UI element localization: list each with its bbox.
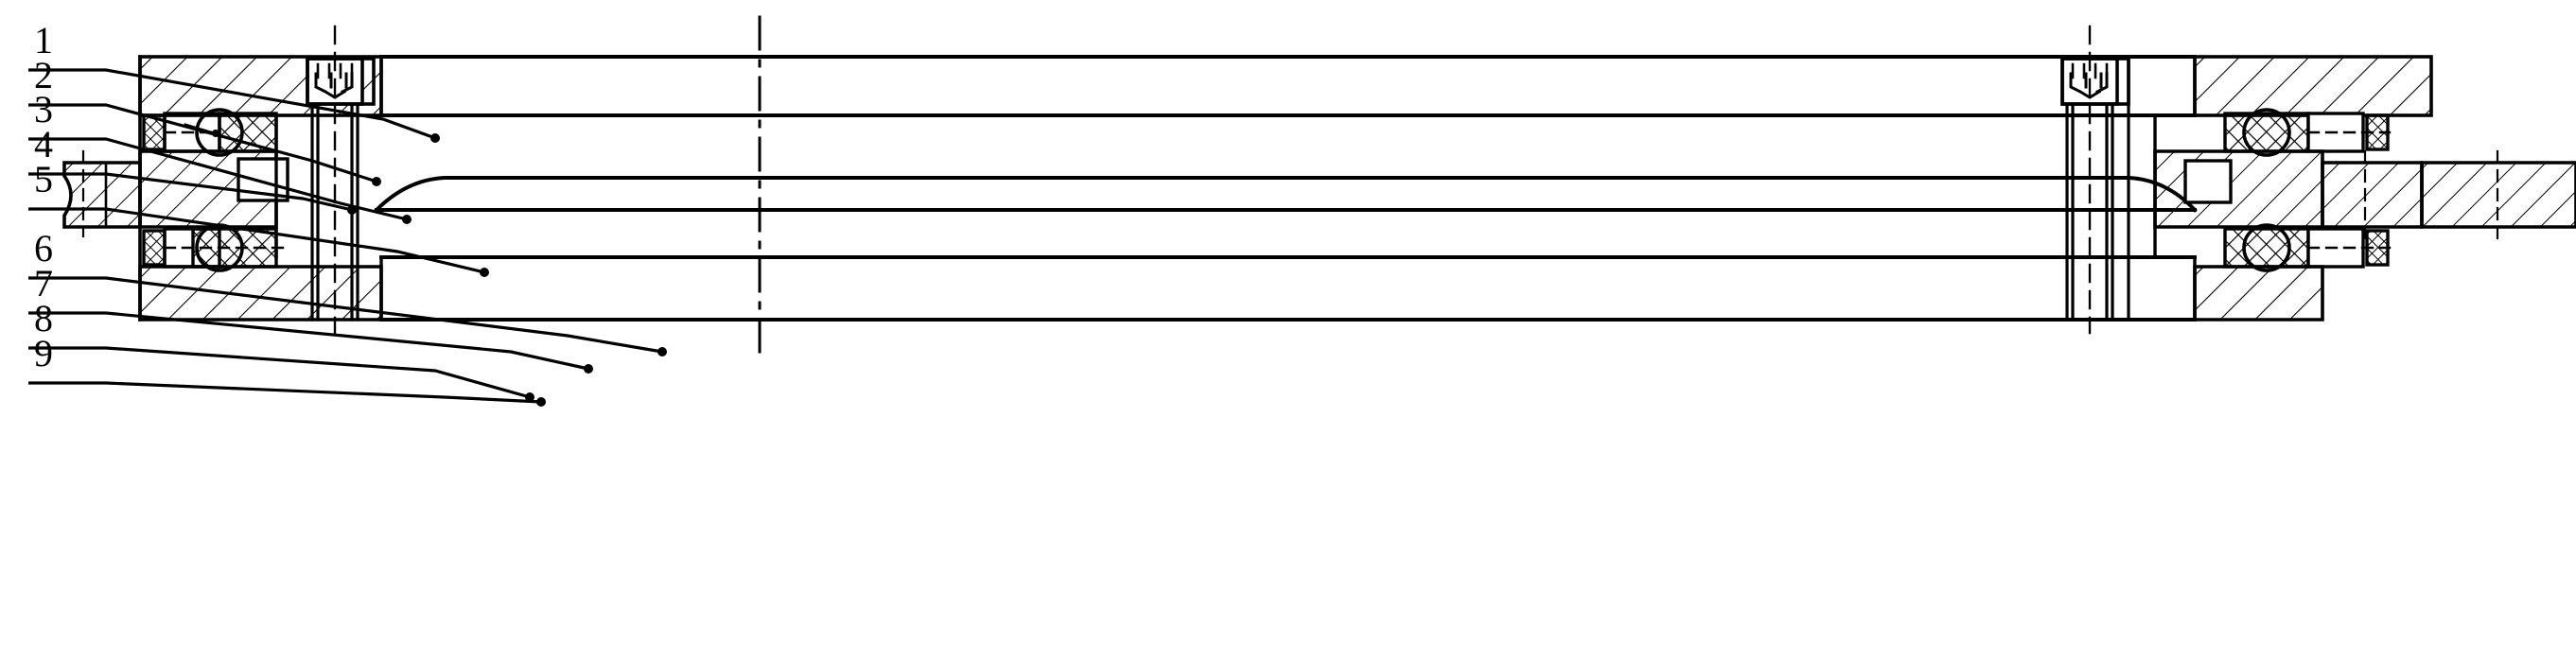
callout-arrow-dot xyxy=(347,205,357,215)
callout-5: 5 xyxy=(28,158,489,277)
callout-number-5: 5 xyxy=(34,158,53,200)
socket-head-bolt-right xyxy=(2060,25,2130,335)
callout-6: 6 xyxy=(28,227,667,357)
callout-arrow-dot xyxy=(584,364,593,374)
callout-arrow-dot xyxy=(536,397,546,407)
callout-1: 1 xyxy=(28,19,440,143)
seal-carrier-right-bottom xyxy=(2223,223,2392,272)
callout-leader-line xyxy=(28,276,663,354)
callout-number-9: 9 xyxy=(34,332,53,374)
inner-spacer-left xyxy=(138,149,289,229)
callout-leader-line xyxy=(28,103,377,183)
lower-housing-right xyxy=(2193,265,2324,322)
outer-flange-left xyxy=(62,149,142,238)
callout-leader-line xyxy=(28,137,408,221)
callout-number-3: 3 xyxy=(34,88,53,130)
callout-4: 4 xyxy=(28,123,357,215)
callout-number-8: 8 xyxy=(34,297,53,339)
callout-7: 7 xyxy=(28,262,593,374)
callout-9: 9 xyxy=(28,332,546,407)
body-spans xyxy=(379,55,2197,322)
retaining-ring-right-bottom xyxy=(2365,229,2390,267)
callout-leader-line xyxy=(28,311,589,371)
retaining-ring-right-top xyxy=(2365,113,2390,151)
callout-leader-line xyxy=(28,207,485,274)
callout-arrow-dot xyxy=(430,133,440,143)
seal-carrier-right-top xyxy=(2223,108,2392,157)
lower-housing-left xyxy=(138,265,383,322)
callout-number-1: 1 xyxy=(34,19,53,61)
upper-housing-right xyxy=(2193,55,2433,117)
right-housing-ribs xyxy=(2127,55,2197,322)
callout-number-7: 7 xyxy=(34,262,53,304)
callout-arrow-dot xyxy=(480,268,489,277)
callout-arrow-dot xyxy=(402,215,412,224)
inner-spacer-right xyxy=(2153,149,2324,229)
callout-leader-line xyxy=(28,381,542,404)
far-right-block xyxy=(2420,149,2576,240)
assembly-outline-group xyxy=(62,15,2576,363)
callout-leader-line xyxy=(28,172,353,212)
callout-3: 3 xyxy=(28,88,412,224)
callout-number-2: 2 xyxy=(34,54,53,96)
callout-leader-line xyxy=(28,68,436,140)
callout-number-4: 4 xyxy=(34,123,53,165)
callout-arrow-dot xyxy=(657,347,667,357)
callout-8: 8 xyxy=(28,297,534,402)
callout-2: 2 xyxy=(28,54,381,186)
callout-arrow-dot xyxy=(372,177,381,186)
central-shaft-profile xyxy=(374,176,2198,213)
outer-flange-right xyxy=(2321,149,2424,240)
callout-number-6: 6 xyxy=(34,227,53,270)
callout-leader-line xyxy=(28,346,531,399)
callout-arrow-dot xyxy=(525,392,534,402)
